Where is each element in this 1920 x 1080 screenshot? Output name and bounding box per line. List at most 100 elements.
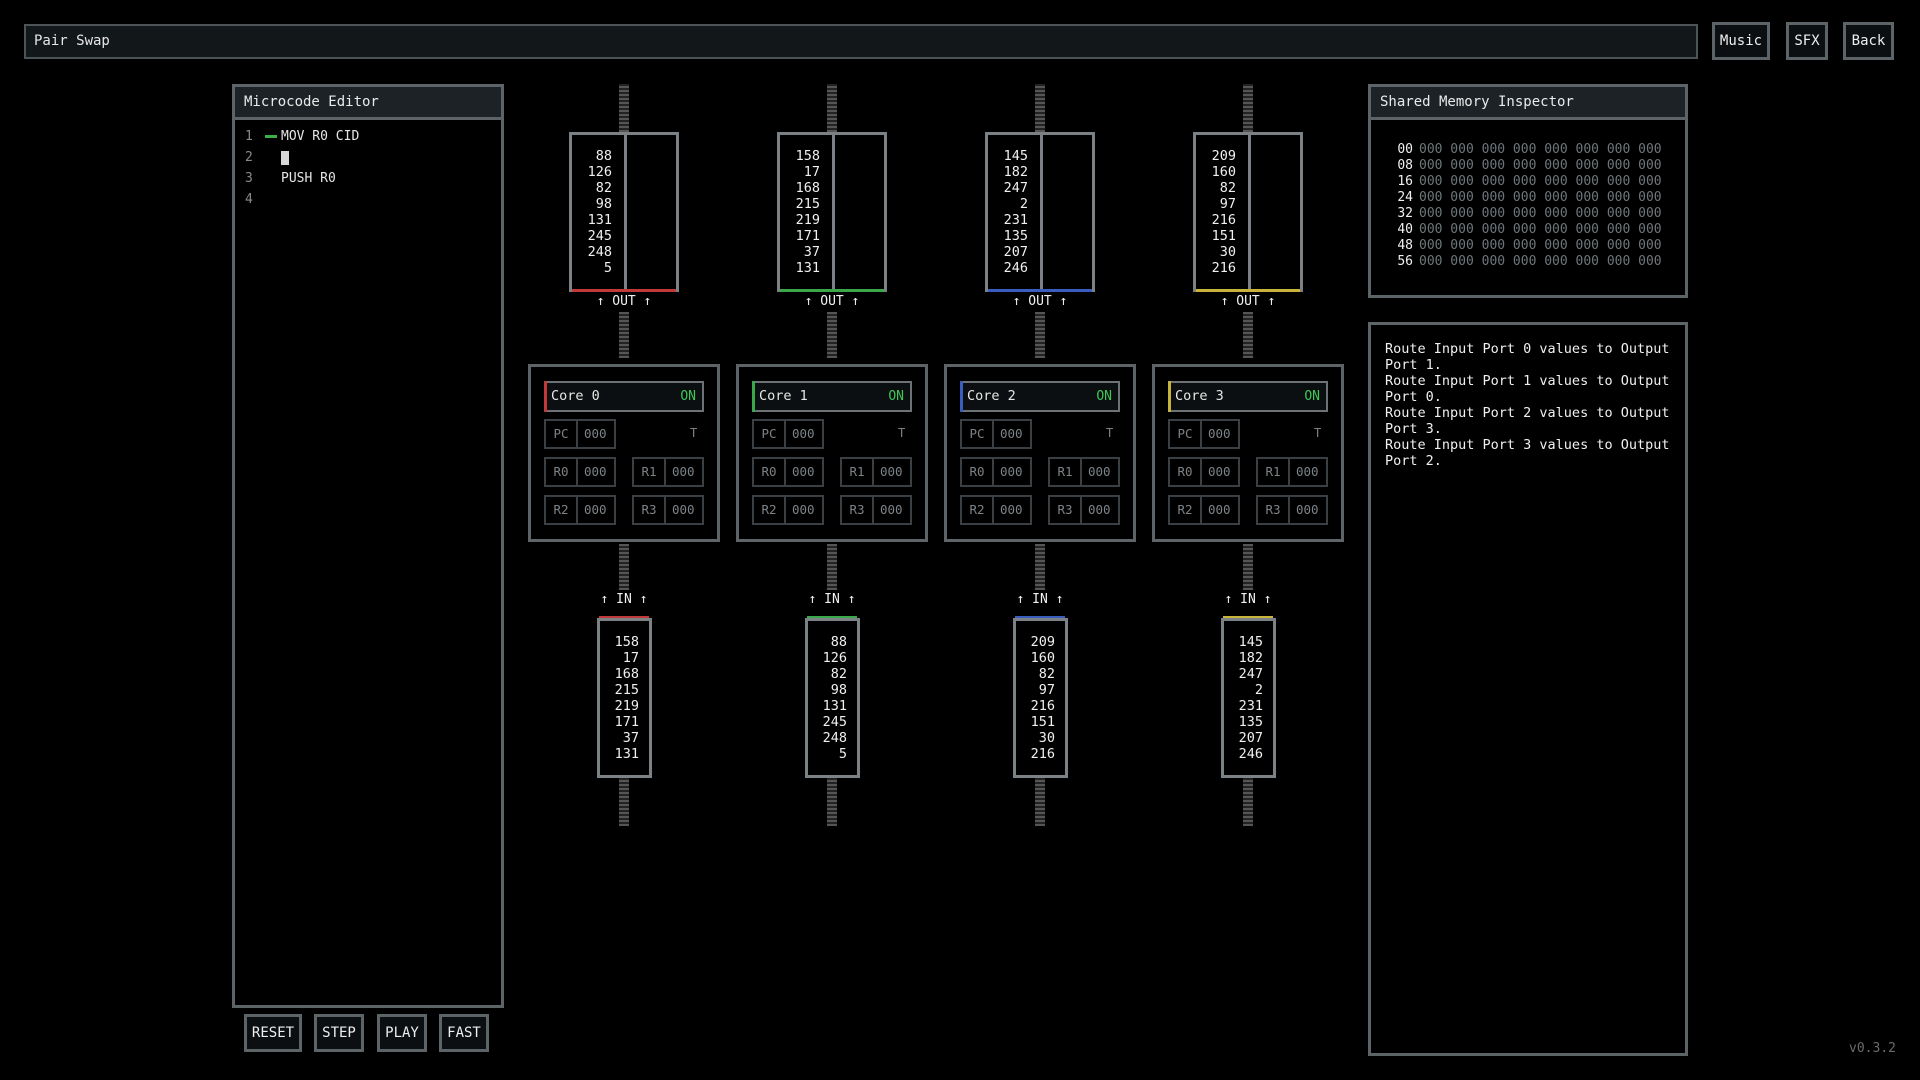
wire-bottom <box>827 776 837 826</box>
output-value: 216 <box>1211 212 1236 228</box>
fast-button[interactable]: FAST <box>439 1014 489 1052</box>
input-value: 216 <box>1030 746 1055 762</box>
output-divider <box>624 135 627 289</box>
register-value: 000 <box>1000 502 1023 517</box>
register-value: 000 <box>792 502 815 517</box>
t-flag: T <box>690 426 698 440</box>
music-button[interactable]: Music <box>1712 22 1770 60</box>
r1-register: R1 000 <box>632 457 704 487</box>
output-value: 2 <box>1019 196 1028 212</box>
output-value: 219 <box>795 212 820 228</box>
wire-top <box>1035 84 1045 132</box>
code-line[interactable]: 2 <box>245 147 289 168</box>
output-value: 30 <box>1219 244 1236 260</box>
output-value: 151 <box>1211 228 1236 244</box>
play-button[interactable]: PLAY <box>377 1014 427 1052</box>
memory-values: 000 000 000 000 000 000 000 000 <box>1419 142 1662 157</box>
register-value: 000 <box>672 464 695 479</box>
output-color-bar <box>780 289 884 292</box>
register-value: 000 <box>1088 502 1111 517</box>
output-value: 126 <box>587 164 612 180</box>
output-value: 82 <box>595 180 612 196</box>
register-value: 000 <box>1000 426 1023 441</box>
wire-bottom <box>1035 776 1045 826</box>
core-name: Core 2 <box>967 388 1016 404</box>
output-divider <box>1248 135 1251 289</box>
output-value: 182 <box>1003 164 1028 180</box>
register-value: 000 <box>880 502 903 517</box>
register-label: R3 <box>634 497 666 523</box>
register-value: 000 <box>880 464 903 479</box>
register-label: PC <box>754 421 786 447</box>
step-button[interactable]: STEP <box>314 1014 364 1052</box>
memory-values: 000 000 000 000 000 000 000 000 <box>1419 254 1662 269</box>
level-title-bar: Pair Swap <box>24 24 1698 59</box>
register-label: PC <box>546 421 578 447</box>
editor-title: Microcode Editor <box>235 87 501 120</box>
input-value: 245 <box>822 714 847 730</box>
output-value: 248 <box>587 244 612 260</box>
code-line[interactable]: 3 PUSH R0 <box>245 168 336 189</box>
register-label: R2 <box>546 497 578 523</box>
output-label: ↑ OUT ↑ <box>596 294 652 309</box>
output-value: 247 <box>1003 180 1028 196</box>
output-divider <box>832 135 835 289</box>
code-line[interactable]: 4 <box>245 189 281 210</box>
sfx-button[interactable]: SFX <box>1786 22 1828 60</box>
register-value: 000 <box>1088 464 1111 479</box>
t-flag: T <box>1314 426 1322 440</box>
output-value: 168 <box>795 180 820 196</box>
register-value: 000 <box>1296 502 1319 517</box>
code-text: PUSH R0 <box>281 171 336 186</box>
memory-address: 32 <box>1397 206 1413 221</box>
input-color-bar <box>1015 616 1065 619</box>
wire-bottom <box>1243 776 1253 826</box>
core-color-bar <box>1168 381 1171 412</box>
core-name: Core 1 <box>759 388 808 404</box>
memory-values: 000 000 000 000 000 000 000 000 <box>1419 222 1662 237</box>
task-description-panel: Route Input Port 0 values to Output Port… <box>1368 322 1688 1056</box>
back-button[interactable]: Back <box>1843 22 1894 60</box>
memory-values: 000 000 000 000 000 000 000 000 <box>1419 174 1662 189</box>
line-number: 1 <box>245 129 253 144</box>
input-value: 37 <box>622 730 639 746</box>
register-label: R1 <box>634 459 666 485</box>
register-value: 000 <box>792 464 815 479</box>
register-value: 000 <box>1208 464 1231 479</box>
wire-top <box>1243 84 1253 132</box>
input-value: 82 <box>830 666 847 682</box>
output-value: 131 <box>587 212 612 228</box>
input-value: 209 <box>1030 634 1055 650</box>
line-number: 3 <box>245 171 253 186</box>
reset-button[interactable]: RESET <box>244 1014 302 1052</box>
input-value: 2 <box>1254 682 1263 698</box>
wire-core-in <box>1243 544 1253 590</box>
